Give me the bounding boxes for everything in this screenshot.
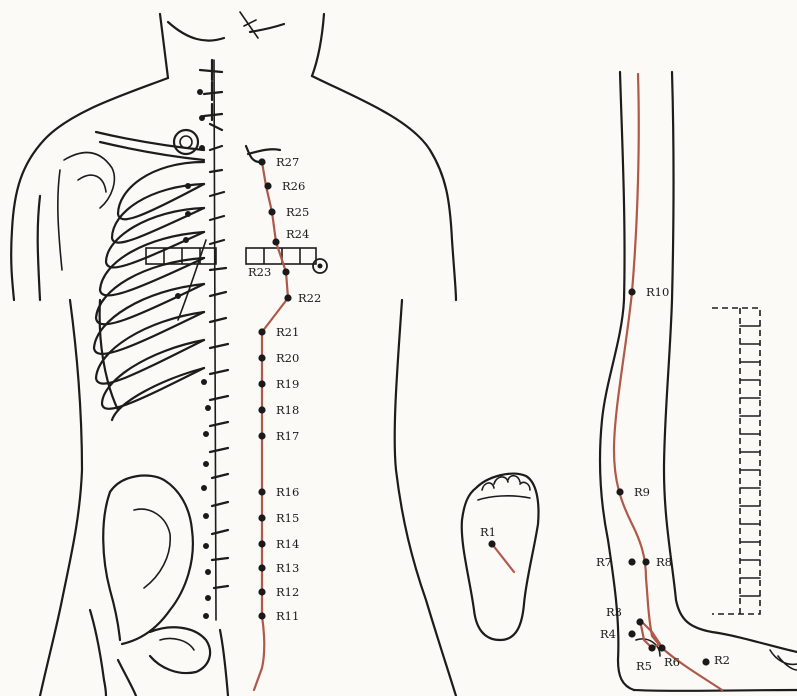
acupoint-r26-marker bbox=[264, 182, 271, 189]
toes bbox=[478, 476, 530, 500]
acupoint-r9-marker bbox=[616, 488, 623, 495]
acupoint-r16-label: R16 bbox=[276, 485, 299, 499]
acupoint-r7-label: R7 bbox=[596, 555, 612, 569]
acupoint-r15-marker bbox=[258, 514, 265, 521]
acupoint-r1-marker bbox=[488, 540, 495, 547]
acupoint-r5-label: R5 bbox=[636, 659, 652, 673]
chest-level-boxes bbox=[146, 248, 327, 273]
acupoint-r10-marker bbox=[628, 288, 635, 295]
first-rib-head-inner bbox=[180, 136, 192, 148]
acupoint-r4-label: R4 bbox=[600, 627, 616, 641]
acupoint-r13-marker bbox=[258, 564, 265, 571]
acupoint-r8-marker bbox=[642, 558, 649, 565]
acupoint-r6-label: R6 bbox=[664, 655, 680, 669]
leg-front-outline bbox=[664, 72, 797, 652]
acupoint-r24-marker bbox=[272, 238, 279, 245]
acupoint-r10-label: R10 bbox=[646, 285, 669, 299]
acupoint-r25-label: R25 bbox=[286, 205, 309, 219]
acupoint-r19-marker bbox=[258, 380, 265, 387]
foot-sole bbox=[462, 474, 539, 640]
acupoint-r18-marker bbox=[258, 406, 265, 413]
hair-mark bbox=[240, 12, 258, 38]
acupoint-r16-marker bbox=[258, 488, 265, 495]
acupoint-r22-label: R22 bbox=[298, 291, 321, 305]
acupoint-r9-label: R9 bbox=[634, 485, 650, 499]
acupoint-r21-label: R21 bbox=[276, 325, 299, 339]
acupoint-r14-marker bbox=[258, 540, 265, 547]
foot-bottom-outline bbox=[634, 690, 797, 691]
leg-figure bbox=[600, 72, 797, 691]
acupoint-r18-label: R18 bbox=[276, 403, 299, 417]
first-rib-head bbox=[174, 130, 198, 154]
left-flank-outline bbox=[40, 300, 82, 696]
torso-figure bbox=[11, 12, 456, 696]
pelvis bbox=[90, 476, 228, 696]
toe-lines bbox=[770, 650, 797, 670]
acupoint-r26-label: R26 bbox=[282, 179, 305, 193]
acupoint-r12-label: R12 bbox=[276, 585, 299, 599]
acupoint-r17-marker bbox=[258, 432, 265, 439]
acupoint-r15-label: R15 bbox=[276, 511, 299, 525]
acupoint-r23-label: R23 bbox=[248, 265, 271, 279]
clavicle-left-lower bbox=[100, 142, 204, 160]
acupoint-r23-marker bbox=[282, 268, 289, 275]
left-shoulder-outline bbox=[11, 78, 168, 300]
scapula-outline bbox=[64, 152, 114, 208]
acupoint-r4-marker bbox=[628, 630, 635, 637]
chin-line bbox=[168, 22, 224, 41]
foot-sole-outline bbox=[462, 474, 539, 640]
left-humerus bbox=[58, 170, 62, 270]
acupoint-r20-label: R20 bbox=[276, 351, 299, 365]
neck-right-outline bbox=[312, 14, 324, 76]
acupoint-r6-marker bbox=[658, 644, 665, 651]
acupoint-r27-marker bbox=[258, 158, 265, 165]
acupoint-r24-label: R24 bbox=[286, 227, 309, 241]
acupoint-r17-label: R17 bbox=[276, 429, 299, 443]
acupoint-r5-marker bbox=[648, 644, 655, 651]
shin-measure-bracket bbox=[712, 308, 760, 614]
acupoint-r8-label: R8 bbox=[656, 555, 672, 569]
neck-left-outline bbox=[160, 14, 168, 78]
leg-back-outline bbox=[600, 72, 634, 690]
acupoint-r14-label: R14 bbox=[276, 537, 299, 551]
acupoint-r12-marker bbox=[258, 588, 265, 595]
acupoint-r1-label: R1 bbox=[480, 525, 496, 539]
left-arm-inner bbox=[38, 196, 40, 300]
acupoint-r13-label: R13 bbox=[276, 561, 299, 575]
acupoint-r2-label: R2 bbox=[714, 653, 730, 667]
acupoint-r3-label: R3 bbox=[606, 605, 622, 619]
acupoints-layer: R27R26R25R24R23R22R21R20R19R18R17R16R15R… bbox=[248, 155, 730, 673]
acupoint-r3-marker bbox=[636, 618, 643, 625]
acupoint-r11-marker bbox=[258, 612, 265, 619]
rib-cage bbox=[94, 162, 206, 420]
scapula-inner bbox=[78, 175, 106, 192]
jaw-right bbox=[250, 24, 284, 32]
acupoint-r7-marker bbox=[628, 558, 635, 565]
acupoint-r20-marker bbox=[258, 354, 265, 361]
right-flank-outline bbox=[395, 300, 456, 696]
clavicle-right bbox=[248, 149, 280, 154]
acupoint-r2-marker bbox=[702, 658, 709, 665]
acupoint-r27-label: R27 bbox=[276, 155, 299, 169]
acupoint-r21-marker bbox=[258, 328, 265, 335]
acupoint-r11-label: R11 bbox=[276, 609, 299, 623]
acupoint-r22-marker bbox=[284, 294, 291, 301]
acupoint-r19-label: R19 bbox=[276, 377, 299, 391]
foot-meridian bbox=[492, 544, 514, 572]
acupoint-r25-marker bbox=[268, 208, 275, 215]
right-shoulder-outline bbox=[312, 76, 456, 300]
